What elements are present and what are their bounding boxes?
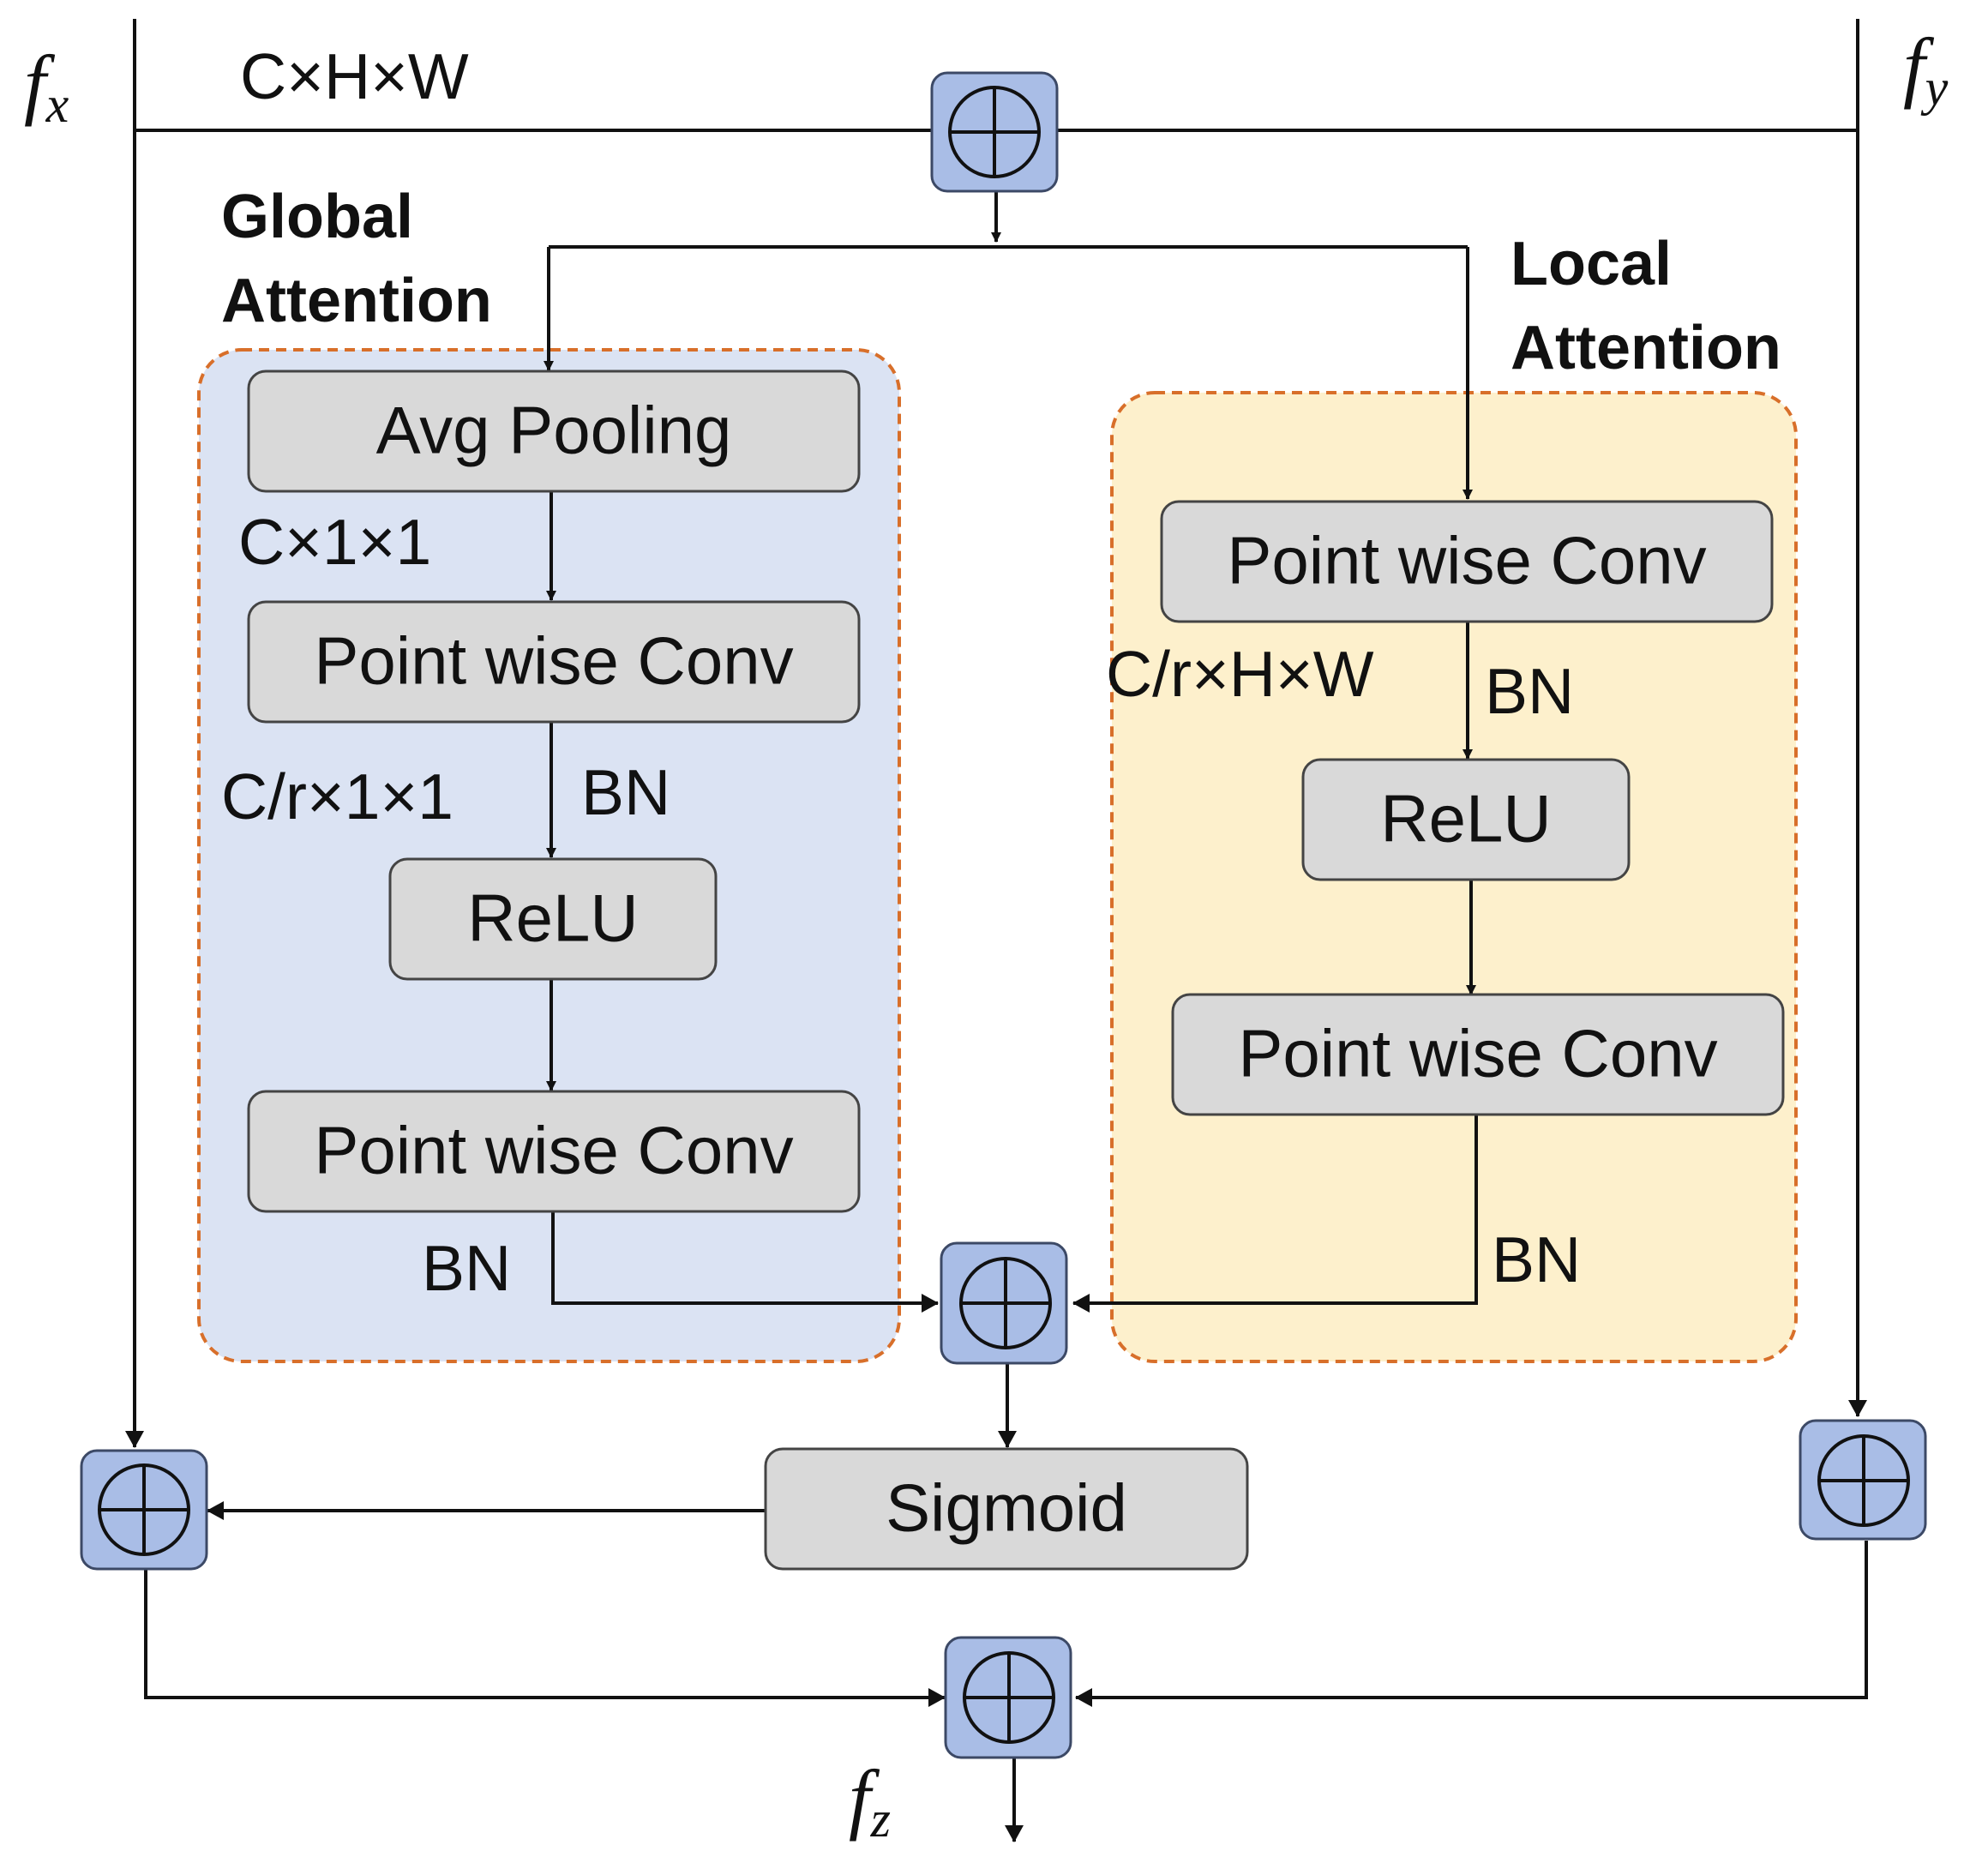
local-bn1-label: BN <box>1485 655 1574 727</box>
circle-plus-icon <box>98 1463 190 1556</box>
global-relu-label: ReLU <box>467 880 638 956</box>
local-relu-label: ReLU <box>1380 781 1551 856</box>
local-pointwise-conv-1-label: Point wise Conv <box>1227 523 1706 598</box>
global-bn2-label: BN <box>422 1232 511 1304</box>
sigmoid-label: Sigmoid <box>886 1470 1127 1546</box>
fy-label: fy <box>1903 22 1949 116</box>
circle-plus-icon <box>1817 1434 1910 1527</box>
local-relu-block: ReLU <box>1301 758 1631 881</box>
sum-node-right <box>1799 1419 1927 1541</box>
local-pointwise-conv-1-block: Point wise Conv <box>1160 500 1774 623</box>
sigmoid-block: Sigmoid <box>764 1447 1249 1571</box>
global-attention-title-line1: Global <box>221 183 413 251</box>
circle-plus-icon <box>963 1651 1055 1744</box>
global-pointwise-conv-2-block: Point wise Conv <box>247 1090 861 1213</box>
sum-node-left <box>80 1449 208 1571</box>
global-pointwise-conv-1-label: Point wise Conv <box>314 623 793 699</box>
local-bn2-label: BN <box>1492 1223 1581 1295</box>
global-pointwise-conv-2-label: Point wise Conv <box>314 1113 793 1188</box>
global-avg-pooling-block: Avg Pooling <box>247 370 861 493</box>
global-avg-pooling-label: Avg Pooling <box>376 393 732 468</box>
global-pool-shape-label: C×1×1 <box>238 506 431 578</box>
global-conv1-shape-label: C/r×1×1 <box>221 760 453 832</box>
local-conv1-shape-label: C/r×H×W <box>1106 638 1374 710</box>
global-relu-block: ReLU <box>388 857 718 981</box>
local-attention-title-line1: Local <box>1511 230 1672 298</box>
fz-label: fz <box>849 1754 891 1848</box>
global-attention-title-line2: Attention <box>221 267 492 335</box>
sum-node-bottom <box>944 1636 1072 1759</box>
circle-plus-icon <box>959 1257 1052 1349</box>
sum-node-middle <box>940 1241 1068 1365</box>
sum-node-top <box>930 71 1059 193</box>
global-pointwise-conv-1-block: Point wise Conv <box>247 600 861 724</box>
connections <box>125 19 1868 1842</box>
local-pointwise-conv-2-label: Point wise Conv <box>1238 1016 1717 1091</box>
input-shape-label: C×H×W <box>240 40 469 112</box>
local-attention-title-line2: Attention <box>1511 314 1781 382</box>
global-bn1-label: BN <box>581 756 670 828</box>
local-pointwise-conv-2-block: Point wise Conv <box>1171 993 1785 1116</box>
circle-plus-icon <box>948 86 1041 178</box>
fx-label: fx <box>24 39 69 133</box>
